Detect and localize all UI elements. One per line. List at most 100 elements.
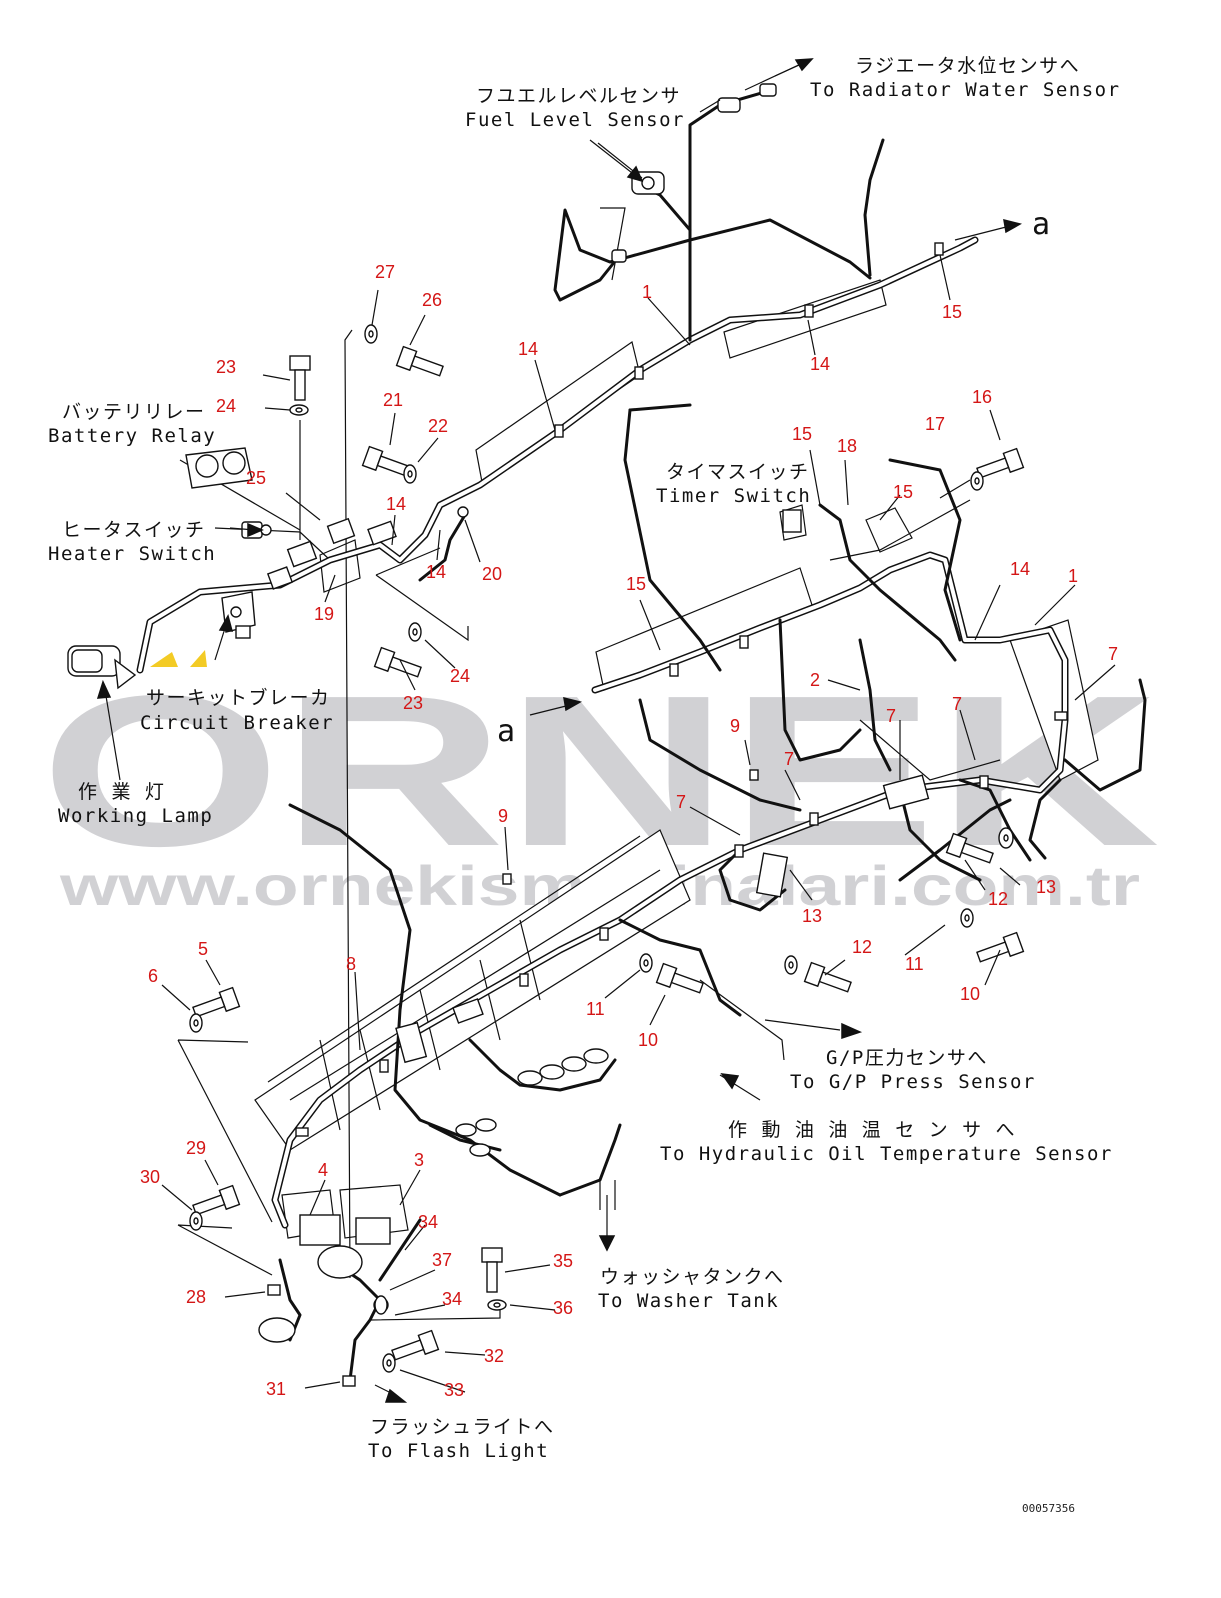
callout-31: 31 [266,1379,286,1399]
timer-switch-icon [782,509,802,533]
label-washer-en: To Washer Tank [598,1290,779,1312]
label-gp-en: To G/P Press Sensor [790,1071,1036,1093]
callout-21: 21 [383,390,403,410]
bolt-icon [192,345,1025,1361]
label-radiator-en: To Radiator Water Sensor [810,79,1121,101]
text-labels: ラジエータ水位センサへ To Radiator Water Sensor フユエ… [48,55,1121,1515]
direction-arrows [96,58,1022,1403]
callout-36: 36 [553,1298,573,1318]
callout-13: 13 [1036,877,1056,897]
callout-1: 1 [642,282,652,302]
label-heater-en: Heater Switch [48,543,216,565]
callout-14: 14 [386,494,406,514]
arrow-a-top-icon [1003,218,1022,234]
components [67,83,1068,1387]
arrow-hyd-icon [720,1073,740,1090]
label-fuel-jp: フユエルレベルセンサ [476,85,681,107]
drawing-code: 00057356 [1022,1502,1075,1515]
callout-9: 9 [730,716,740,736]
callout-35: 35 [553,1251,573,1271]
callout-5: 5 [198,939,208,959]
callout-23: 23 [403,693,423,713]
callout-20: 20 [482,564,502,584]
washer-icon [189,324,1014,1373]
label-timer-en: Timer Switch [656,485,811,507]
callout-28: 28 [186,1287,206,1307]
arrow-a-mid-icon [563,696,582,712]
callout-7: 7 [784,749,794,769]
callout-18: 18 [837,436,857,456]
label-fuel-en: Fuel Level Sensor [465,109,685,131]
callout-34: 34 [442,1289,462,1309]
callout-9: 9 [498,806,508,826]
callout-4: 4 [318,1160,328,1180]
label-lamp-jp: 作 業 灯 [78,781,165,803]
arrow-washer-icon [598,1235,616,1252]
harness-main-upper [136,90,979,674]
callout-15: 15 [626,574,646,594]
label-breaker-jp: サーキットブレーカ [146,686,331,709]
label-hyd-en: To Hydraulic Oil Temperature Sensor [660,1143,1113,1165]
callout-11: 11 [905,954,924,974]
callout-14: 14 [518,339,538,359]
callout-17: 17 [925,414,945,434]
callout-22: 22 [428,416,448,436]
callout-8: 8 [346,954,356,974]
callout-2: 2 [810,670,820,690]
label-a-top: a [1032,207,1052,242]
connector-block-icon [395,774,930,1064]
label-radiator-jp: ラジエータ水位センサへ [855,55,1080,77]
label-lamp-en: Working Lamp [58,805,213,827]
label-battery-en: Battery Relay [48,425,216,447]
arrow-gp-icon [841,1022,863,1040]
relay-cluster-icon [266,517,397,590]
callout-leaders [161,61,1116,1393]
label-flash-en: To Flash Light [368,1440,549,1462]
arrow-breaker-icon [218,614,233,632]
arrow-lamp-icon [96,679,112,699]
callout-14: 14 [426,562,446,582]
arrow-heater-icon [247,522,264,538]
arrow-flash-icon [384,1388,408,1403]
callout-19: 19 [314,604,334,624]
callout-27: 27 [375,262,395,282]
callout-12: 12 [988,889,1008,909]
arrow-fuel-icon [626,165,644,183]
callout-34: 34 [418,1212,438,1232]
callout-15: 15 [893,482,913,502]
label-a-mid: a [497,714,517,749]
label-gp-jp: G/P圧力センサへ [826,1047,988,1069]
callout-26: 26 [422,290,442,310]
callout-3: 3 [414,1150,424,1170]
callout-23: 23 [216,357,236,377]
callout-16: 16 [972,387,992,407]
clamp-icon [267,242,1068,1387]
label-washer-jp: ウォッシャタンクへ [600,1266,785,1288]
callout-24: 24 [450,666,470,686]
callout-15: 15 [792,424,812,444]
callout-25: 25 [246,468,266,488]
label-breaker-en: Circuit Breaker [140,712,334,734]
callout-7: 7 [676,792,686,812]
battery-disconnect-icon [258,1214,391,1343]
callout-15: 15 [942,302,962,322]
callout-7: 7 [1108,644,1118,664]
callout-7: 7 [886,706,896,726]
grommet-icon [457,506,469,518]
callout-6: 6 [148,966,158,986]
callout-24: 24 [216,396,236,416]
callout-37: 37 [432,1250,452,1270]
callout-numbers: 1 1 2 3 4 5 6 7 7 7 7 7 8 9 9 10 10 11 1… [140,262,1118,1400]
callout-30: 30 [140,1167,160,1187]
label-heater-jp: ヒータスイッチ [62,519,206,541]
callout-13: 13 [802,906,822,926]
label-battery-jp: バッテリリレー [62,401,206,423]
watermark-accent-icon [150,650,207,667]
callout-33: 33 [444,1380,464,1400]
working-lamp-icon [67,645,137,690]
callout-32: 32 [484,1346,504,1366]
harness-lower [278,803,622,1382]
callout-12: 12 [852,937,872,957]
callout-1: 1 [1068,566,1078,586]
